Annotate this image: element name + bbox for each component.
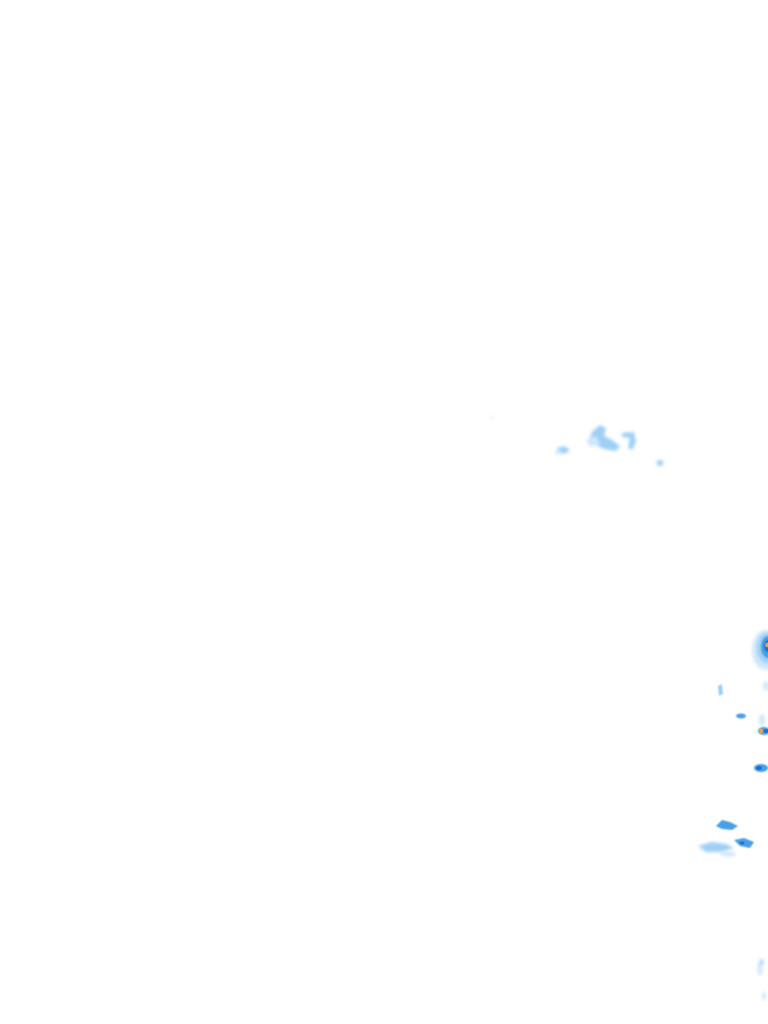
rain-cell-cluster-center [490,416,664,466]
rain-cells-east-scattered [718,684,768,772]
storm-cell-east [752,630,768,691]
rain-cells-south-edge [757,959,766,1000]
rain-bands-southeast [698,820,754,857]
